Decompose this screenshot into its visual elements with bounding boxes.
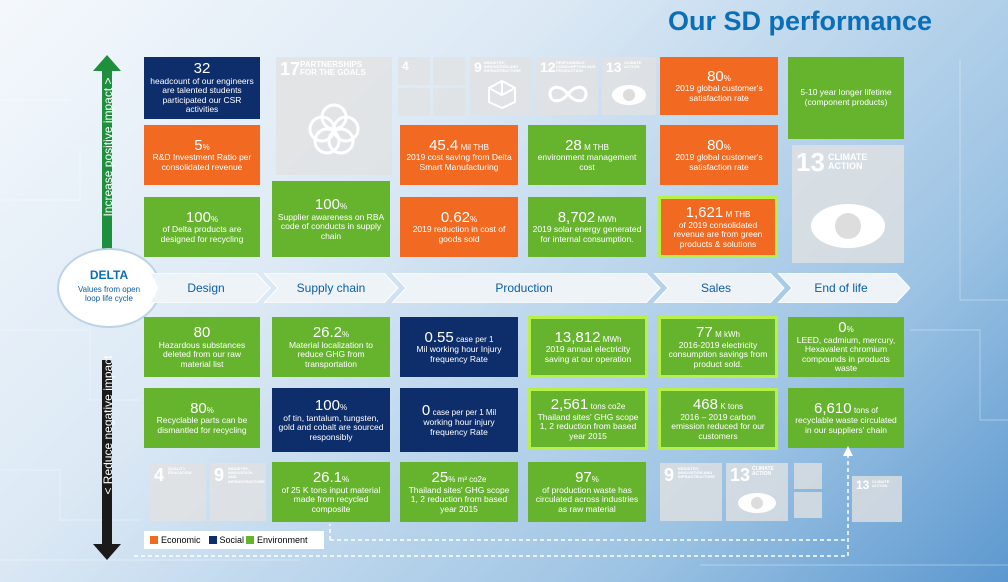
sdg-small-tile — [794, 492, 822, 518]
eye-globe-icon — [811, 204, 885, 248]
delta-logo-badge: DELTA Values from open loop life cycle — [57, 248, 161, 328]
sdg-13-small-tile: 13 CLIMATE ACTION — [602, 57, 656, 115]
logo-caption: Values from open loop life cycle — [77, 285, 141, 303]
tile-cogs-reduction: 0.62%2019 reduction in cost of goods sol… — [400, 197, 518, 257]
legend-environment: Environment — [257, 535, 308, 545]
sdg-9-tile: 9 INDUSTRY, INNOVATION AND INFRASTRUCTUR… — [210, 463, 266, 521]
tile-customer-satisfaction-2: 80%2019 global customer's satisfaction r… — [660, 125, 778, 185]
sdg-small-tile — [433, 57, 465, 85]
eye-globe-icon — [738, 493, 776, 513]
sdg-9-tile: 9 INDUSTRY, INNOVATION AND INFRASTRUCTUR… — [660, 463, 722, 521]
sdg-12-tile: 12 RESPONSIBLE CONSUMPTION AND PRODUCTIO… — [536, 57, 598, 115]
stage-sales: Sales — [700, 281, 732, 295]
sdg-13-tile: 13 CLIMATE ACTION — [726, 463, 788, 521]
partnership-rings-icon — [308, 103, 360, 155]
stage-production: Production — [495, 281, 553, 295]
sdg-17-tile: 17 PARTNERSHIPS FOR THE GOALS — [276, 57, 392, 175]
sdg-small-tile — [398, 88, 430, 116]
sdg-small-tile — [794, 463, 822, 489]
delta-logo: DELTA — [89, 268, 129, 282]
stage-design: Design — [187, 281, 225, 295]
sdg-small-tile — [433, 88, 465, 116]
tile-longer-lifetime: 5-10 year longer lifetime (component pro… — [788, 57, 904, 139]
legend-environment-swatch — [246, 536, 255, 544]
sdg-4-tile: 4 QUALITY EDUCATION — [150, 463, 206, 521]
sdg-9-tile: 9 INDUSTRY, INNOVATION AND INFRASTRUCTUR… — [470, 57, 532, 115]
legend-economic-swatch — [150, 536, 158, 544]
legend: Economic Social Environment — [144, 531, 324, 549]
negative-impact-label: < Reduce negative impact — [101, 355, 115, 495]
eye-globe-icon — [612, 85, 646, 105]
tile-product-waste: 0%LEED, cadmium, mercury, Hexavalent chr… — [788, 317, 904, 377]
sdg-13-tile: 13 CLIMATE ACTION — [852, 476, 902, 522]
tile-responsible-sourcing: 100%of tin, tantalum, tungsten, gold and… — [272, 388, 390, 452]
infinity-icon — [548, 85, 588, 103]
tile-rd-investment: 5%R&D Investment Ratio per consolidated … — [144, 125, 260, 185]
stage-supply-chain: Supply chain — [296, 281, 366, 295]
stage-end-of-life: End of life — [814, 281, 868, 295]
tile-supplier-awareness: 100%Supplier awareness on RBA code of co… — [272, 181, 390, 257]
legend-social-swatch — [208, 536, 217, 544]
sdg-13-large-tile: 13 CLIMATE ACTION — [792, 145, 904, 263]
tile-recycled-composite: 26.1%of 25 K tons input material made fr… — [272, 462, 390, 522]
tile-designed-recycling: 100%of Delta products are designed for r… — [144, 197, 260, 257]
sdg-4-small-tile: 4 — [398, 57, 430, 85]
legend-economic: Economic — [161, 535, 201, 545]
page-title: Our SD performance — [667, 6, 933, 36]
legend-social: Social — [219, 535, 245, 545]
tile-material-localization: 26.2%Material localization to reduce GHG… — [272, 317, 390, 377]
stage-chevrons — [150, 273, 910, 303]
tile-recyclable-parts: 80%Recyclable parts can be dismantled fo… — [144, 388, 260, 448]
impact-axis-arrow — [93, 55, 121, 560]
tile-customer-satisfaction-1: 80%2019 global customer's satisfaction r… — [660, 57, 778, 115]
tile-production-waste: 97%of production waste has circulated ac… — [528, 462, 646, 522]
infrastructure-cube-icon — [488, 79, 516, 109]
positive-impact-label: Increase positive impact > — [101, 77, 115, 217]
